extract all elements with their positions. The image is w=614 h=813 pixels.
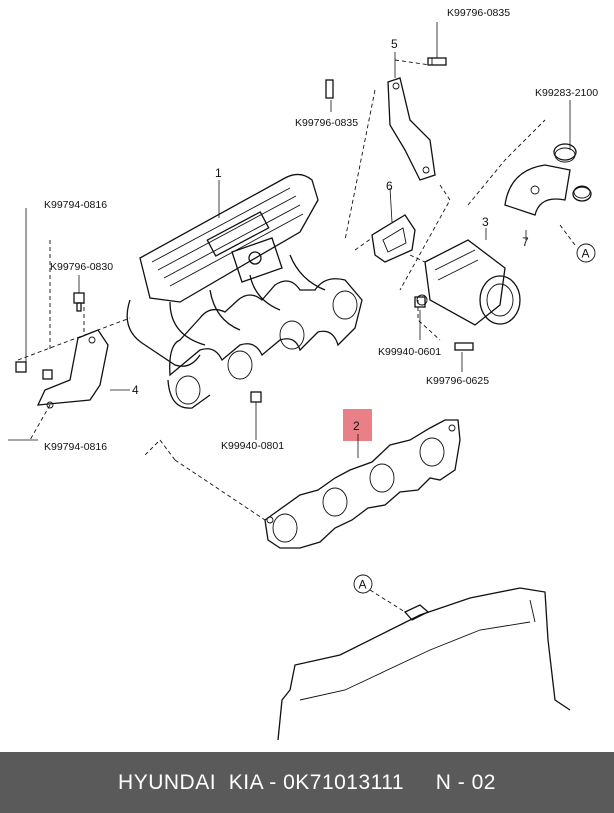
ref-marker-a-bottom: A xyxy=(353,574,373,594)
bracket xyxy=(36,329,109,409)
throttle-body xyxy=(416,239,521,326)
air-hose xyxy=(504,147,591,216)
manifold-gasket xyxy=(264,419,461,549)
bolt-icon xyxy=(73,292,85,312)
callout-1: 1 xyxy=(215,166,222,180)
part-number-nut-801: K99940-0801 xyxy=(221,440,284,452)
assembly-lines xyxy=(17,59,576,613)
part-number-bolt-830: K99796-0830 xyxy=(50,261,113,273)
nut-icon xyxy=(250,391,262,403)
parts-diagram: 1 2 3 4 5 6 7 A A K99796-0835 K99796-083… xyxy=(8,7,598,741)
svg-text:A: A xyxy=(359,578,367,592)
part-number-clamp: K99283-2100 xyxy=(535,87,598,99)
leader-lines xyxy=(8,22,571,458)
bolt-icon xyxy=(454,342,474,351)
callout-7: 7 xyxy=(522,235,529,249)
part-number-bracket-bolt-top: K99794-0816 xyxy=(44,199,107,211)
bolt-icon xyxy=(427,57,447,66)
nut-icon xyxy=(414,296,426,308)
part-number-nut-601: K99940-0601 xyxy=(378,346,441,358)
callout-3: 3 xyxy=(482,215,489,229)
footer-bar: HYUNDAI KIA - 0K71013111 N - 02 xyxy=(0,752,614,813)
callout-6: 6 xyxy=(386,179,393,193)
bolt-icon xyxy=(325,79,334,99)
callout-4: 4 xyxy=(132,383,139,397)
part-number-bolt-625: K99796-0625 xyxy=(426,375,489,387)
svg-text:A: A xyxy=(582,247,590,261)
part-number-bracket-bolt-bottom: K99794-0816 xyxy=(44,441,107,453)
clamp-icon xyxy=(572,186,592,202)
callout-2: 2 xyxy=(353,419,360,433)
part-number-bolt-top: K99796-0835 xyxy=(447,7,510,19)
clamp-icon xyxy=(553,143,577,161)
cylinder-head xyxy=(277,587,571,741)
fasteners xyxy=(15,57,592,403)
ref-marker-a-top: A xyxy=(576,243,596,263)
intake-manifold xyxy=(126,173,363,409)
support-bracket xyxy=(387,77,436,181)
highlight-box xyxy=(343,409,372,441)
throttle-gasket xyxy=(371,214,416,263)
footer-text: HYUNDAI KIA - 0K71013111 N - 02 xyxy=(118,770,496,794)
part-number-bolt-left: K99796-0835 xyxy=(295,117,358,129)
callout-5: 5 xyxy=(391,37,398,51)
bolt-icon xyxy=(42,369,53,380)
bolt-icon xyxy=(15,361,27,373)
